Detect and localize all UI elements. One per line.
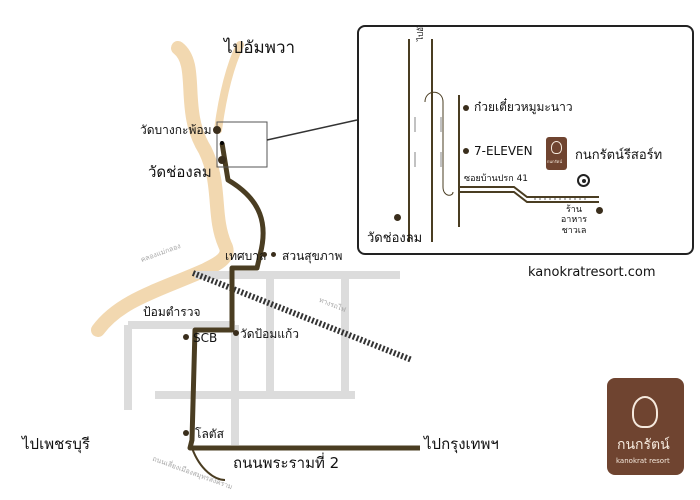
inset-drawing [408,39,599,242]
label-wat-bang-kaphom: วัดบางกะพ้อม [140,123,212,137]
inset-dot-wat-chong-lom [394,214,401,221]
inset-label-wat-chong-lom: วัดช่องลม [367,231,423,246]
route [187,142,420,481]
target-marker-icon [577,174,590,187]
route-start-point [220,141,224,145]
dot-suan-sukhaphap [271,252,276,257]
label-wat-pom-kaeo: วัดป้อมแก้ว [240,327,300,341]
river-upper-branch [214,41,244,134]
dot-thetsaban [262,252,267,257]
zoom-box [216,121,268,168]
dot-wat-pom-kaeo [233,330,239,336]
website-link[interactable]: kanokratresort.com [528,265,656,280]
inset-traffic-arrows [414,117,442,167]
lotus-flame-icon [632,396,658,428]
inset-label-restaurant: ร้านอาหารชาวเล [560,205,588,236]
label-scb: SCB [193,331,218,345]
logo-name: กนกรัตน์ [617,437,670,453]
inset-label-7eleven: 7-ELEVEN [474,144,533,158]
inset-label-soi: ซอยบ้านปรก 41 [464,174,529,184]
inset-label-resort: กนกรัตน์รีสอร์ท [575,148,663,163]
inset-main-road [408,39,599,242]
dot-wat-bang-kaphom [213,126,221,134]
inset-resort-logo: กนกรัตน์ [546,137,567,170]
logo-subtitle: kanokrat resort [616,457,670,465]
label-rama2-road: ถนนพระรามที่ 2 [233,454,340,472]
label-to-phetchaburi: ไปเพชรบุรี [22,435,90,453]
inset-label-to-amphawa: ไปอัมพวา [416,27,425,41]
label-suan-sukhaphap: สวนสุขภาพ [282,249,343,263]
inset-dot-7eleven [463,148,469,154]
label-lotus: โลตัส [195,427,224,441]
label-to-amphawa: ไปอัมพวา [224,38,296,58]
kanokrat-logo: กนกรัตน์ kanokrat resort [607,378,684,475]
dot-lotus [183,430,189,436]
dot-pom-tamruat [183,334,189,340]
railway-line [191,270,414,363]
label-thetsaban: เทศบาล [225,249,267,263]
inset-dot-noodle [463,105,469,111]
inset-label-noodle-shop: ก๋วยเตี๋ยวหมูมะนาว [474,100,573,114]
inset-dot-restaurant [596,207,603,214]
inset-detail-map: ไปอัมพวา ก๋วยเตี๋ยวหมูมะนาว 7-ELEVEN ซอย… [357,25,694,255]
inset-inner-lanes [424,91,454,196]
label-wat-chong-lom: วัดช่องลม [148,163,212,181]
river [91,41,234,337]
inset-logo-text: กนกรัตน์ [547,159,563,164]
label-pom-tamruat: ป้อมตำรวจ [143,305,201,319]
zoom-leader [266,119,358,141]
label-to-bangkok: ไปกรุงเทพฯ [424,435,499,453]
dot-wat-chong-lom [218,156,226,164]
lotus-flame-icon [551,141,562,154]
